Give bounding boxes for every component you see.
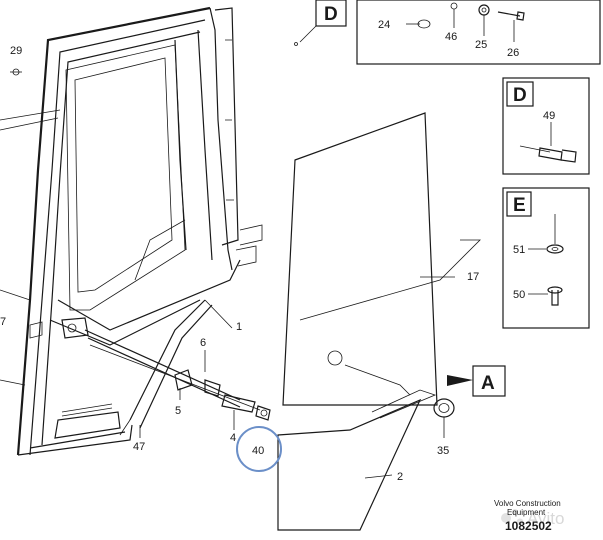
callout-40: 40: [252, 445, 264, 457]
callout-35: 35: [437, 445, 449, 457]
callout-4: 4: [230, 432, 236, 444]
box-label-d-top: D: [324, 4, 338, 25]
callout-6: 6: [200, 337, 206, 349]
washer-part-24: [417, 19, 431, 29]
grommet-part-35: [433, 398, 455, 418]
callout-24: 24: [378, 19, 390, 31]
box-label-d-detail: D: [513, 85, 527, 106]
highlight-circle: [236, 426, 282, 472]
callout-17: 17: [467, 271, 479, 283]
washer-part-25: [478, 4, 490, 36]
callout-5: 5: [175, 405, 181, 417]
detail-box-e: [502, 187, 590, 329]
view-a-flag: [447, 365, 506, 397]
callout-51: 51: [513, 244, 525, 256]
callout-47: 47: [133, 441, 145, 453]
screw-part-26: [497, 11, 525, 42]
callout-49: 49: [543, 110, 555, 122]
detail-box-d: [502, 77, 590, 175]
side-window-glass: [282, 42, 438, 406]
pin-part-49: [519, 122, 577, 163]
caption-line-1: Volvo Construction: [494, 499, 561, 508]
callout-labels: 29 24 46 25 26 49 51 50 17 1 6 5 4 40 47…: [0, 19, 555, 483]
watermark: Avito: [501, 509, 565, 528]
caption-line-2: Equipment: [507, 508, 546, 517]
watermark-text: Avito: [527, 509, 565, 528]
callout-26: 26: [507, 47, 519, 59]
callout-2: 2: [397, 471, 403, 483]
phone-icon: [516, 518, 524, 526]
callout-1: 1: [236, 321, 242, 333]
bolt-part-50: [547, 286, 563, 306]
document-number: 1082502: [505, 519, 552, 533]
box-label-e-detail: E: [513, 195, 526, 216]
callout-50: 50: [513, 289, 525, 301]
lower-glass-panel: [277, 389, 437, 531]
callout-46: 46: [445, 31, 457, 43]
leader-lines: [10, 23, 481, 479]
rod-assembly: [84, 299, 271, 436]
cab-door-frame: [0, 6, 263, 456]
view-d-flag: [299, 0, 347, 43]
callout-29: 29: [10, 45, 22, 57]
washer-part-51: [546, 214, 564, 254]
washer-part-46: [450, 2, 458, 28]
callout-7: 7: [0, 316, 6, 328]
box-label-a: A: [481, 373, 495, 394]
callout-25: 25: [475, 39, 487, 51]
detail-box-fasteners: [356, 0, 601, 65]
